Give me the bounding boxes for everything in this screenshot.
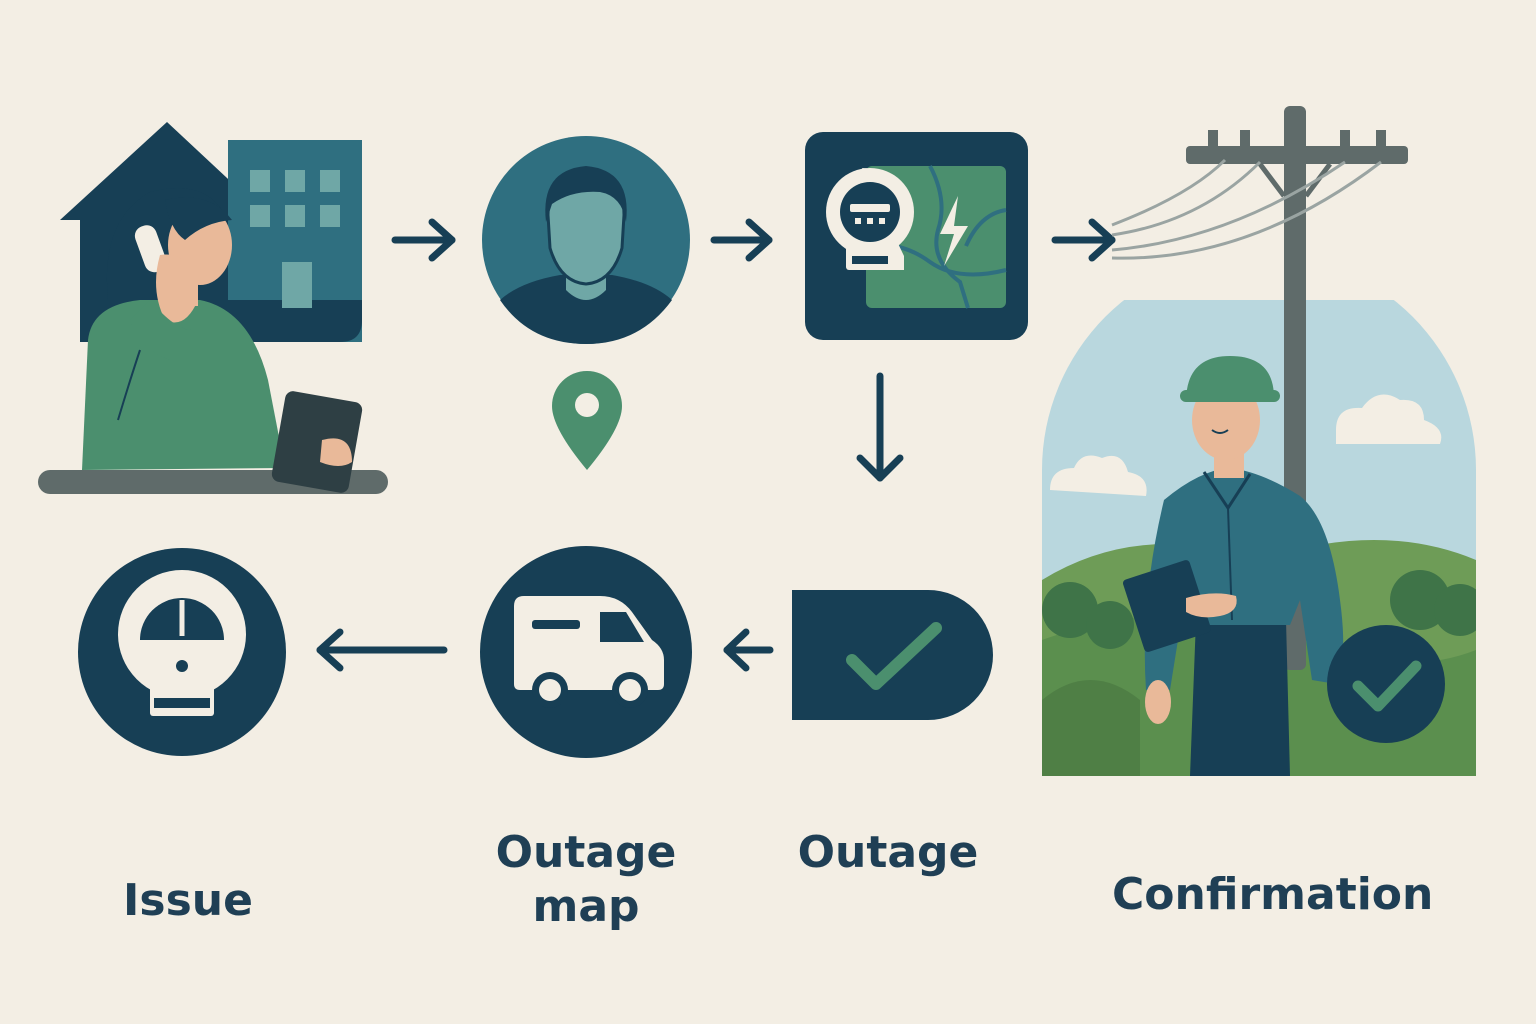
label-outage-map: Outage map: [495, 827, 677, 932]
arrow-down-icon: [856, 372, 904, 482]
arrow-left-icon: [316, 628, 448, 672]
checkmark-card-icon: [792, 590, 993, 720]
arrow-left-icon: [723, 628, 774, 672]
customer-calling-icon: [38, 122, 388, 494]
arrow-right-icon: [710, 218, 773, 262]
arrow-right-icon: [391, 218, 456, 262]
agent-avatar-icon: [482, 136, 690, 344]
label-issue: Issue: [123, 875, 253, 926]
service-van-icon: [480, 546, 692, 758]
arrow-right-icon: [1051, 218, 1116, 262]
meter-outage-map-icon: [805, 132, 1028, 340]
label-outage: Outage: [797, 827, 979, 878]
label-confirmation: Confirmation: [1112, 869, 1434, 920]
checkmark-badge-icon: [1327, 625, 1445, 743]
location-pin-icon: [552, 371, 622, 470]
meter-icon: [78, 548, 286, 756]
